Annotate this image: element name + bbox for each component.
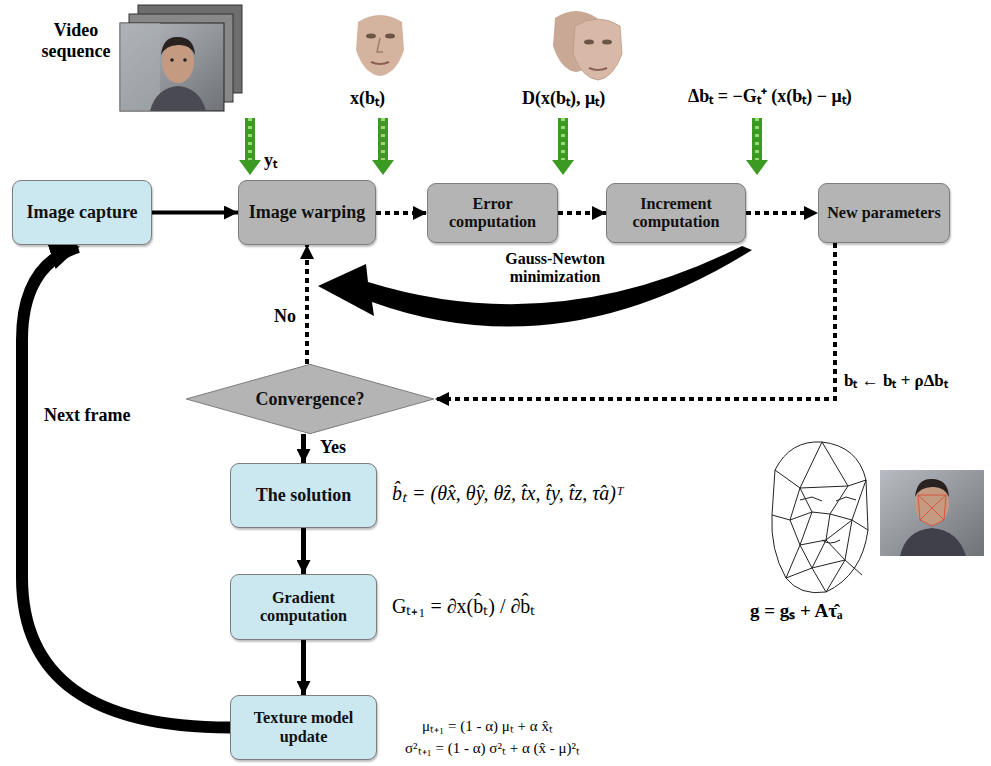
formula-label: μₜ₊₁ = (1 - α) μₜ + α x̂ₜ [422, 718, 553, 735]
node-label: Gradient computation [231, 586, 376, 628]
flow-arrow [301, 528, 306, 574]
node-label: Image warping [243, 199, 372, 225]
process-box: Gradient computation [230, 574, 377, 640]
process-box: Image warping [238, 180, 376, 245]
process-box: Image capture [12, 180, 152, 245]
node-label: Image capture [20, 199, 143, 225]
formula-label: b̂ₜ = (θ̂x, θ̂y, θ̂z, t̂x, t̂y, t̂z, τ̂a… [392, 482, 624, 505]
warped-face [356, 15, 404, 76]
text-holder: Gradient computation [231, 586, 376, 628]
node-label: Increment computation [607, 192, 745, 234]
process-box: Error computation [427, 183, 558, 243]
node-label: New parameters [821, 201, 947, 225]
edge-label: Yes [318, 437, 348, 458]
video-frames [120, 5, 242, 111]
signal-label: D(x(bₜ), μₜ) [522, 88, 605, 109]
loop-arrow [22, 247, 230, 728]
node-label: Texture model update [231, 706, 376, 748]
edge-label: No [272, 306, 298, 327]
signal-label: yₜ [264, 150, 277, 171]
edge-label: Next frame [42, 405, 132, 426]
flow-arrow [435, 243, 835, 399]
node-label: Convergence? [250, 386, 371, 412]
edge-label: bₜ ← bₜ + ρΔbₜ [842, 371, 950, 391]
decision-diamond: Convergence? [185, 364, 435, 434]
difference-faces [553, 11, 622, 80]
formula-label: g = gₛ + Aτ̂ₐ [750, 600, 843, 622]
text-holder: Convergence? [250, 386, 371, 412]
text-holder: New parameters [821, 201, 947, 225]
process-box: New parameters [818, 183, 950, 243]
text-holder: Image warping [243, 199, 372, 225]
flow-arrow [152, 211, 238, 215]
flow-arrow [301, 640, 306, 695]
tracked-photo [880, 470, 984, 556]
text-holder: The solution [250, 482, 358, 508]
input-arrows [239, 118, 768, 175]
loop-label: Gauss-Newton minimization [470, 250, 640, 287]
signal-label: x(bₜ) [350, 88, 385, 109]
face-mesh [772, 442, 868, 593]
flow-arrow [558, 211, 606, 215]
flow-arrow [376, 211, 427, 215]
node-label: The solution [250, 482, 358, 508]
flow-arrow [301, 434, 306, 463]
node-label: Error computation [428, 192, 557, 234]
flow-arrow [746, 211, 818, 215]
process-box: Texture model update [230, 695, 377, 760]
process-box: The solution [230, 463, 377, 528]
text-holder: Image capture [20, 199, 143, 225]
text-holder: Error computation [428, 192, 557, 234]
flow-arrow [305, 245, 309, 364]
formula-label: Gₜ₊₁ = ∂x(b̂ₜ) / ∂b̂ₜ [392, 595, 535, 618]
text-holder: Texture model update [231, 706, 376, 748]
gauss-newton-arrow [318, 246, 752, 327]
formula-label: Δbₜ = −Gₜ⁺ (x(bₜ) − μₜ) [688, 86, 852, 107]
formula-label: σ²ₜ₊₁ = (1 - α) σ²ₜ + α (x̂ - μ)²ₜ [405, 740, 580, 757]
caption-label: Video sequence [30, 20, 122, 61]
text-holder: Increment computation [607, 192, 745, 234]
process-box: Increment computation [606, 183, 746, 243]
